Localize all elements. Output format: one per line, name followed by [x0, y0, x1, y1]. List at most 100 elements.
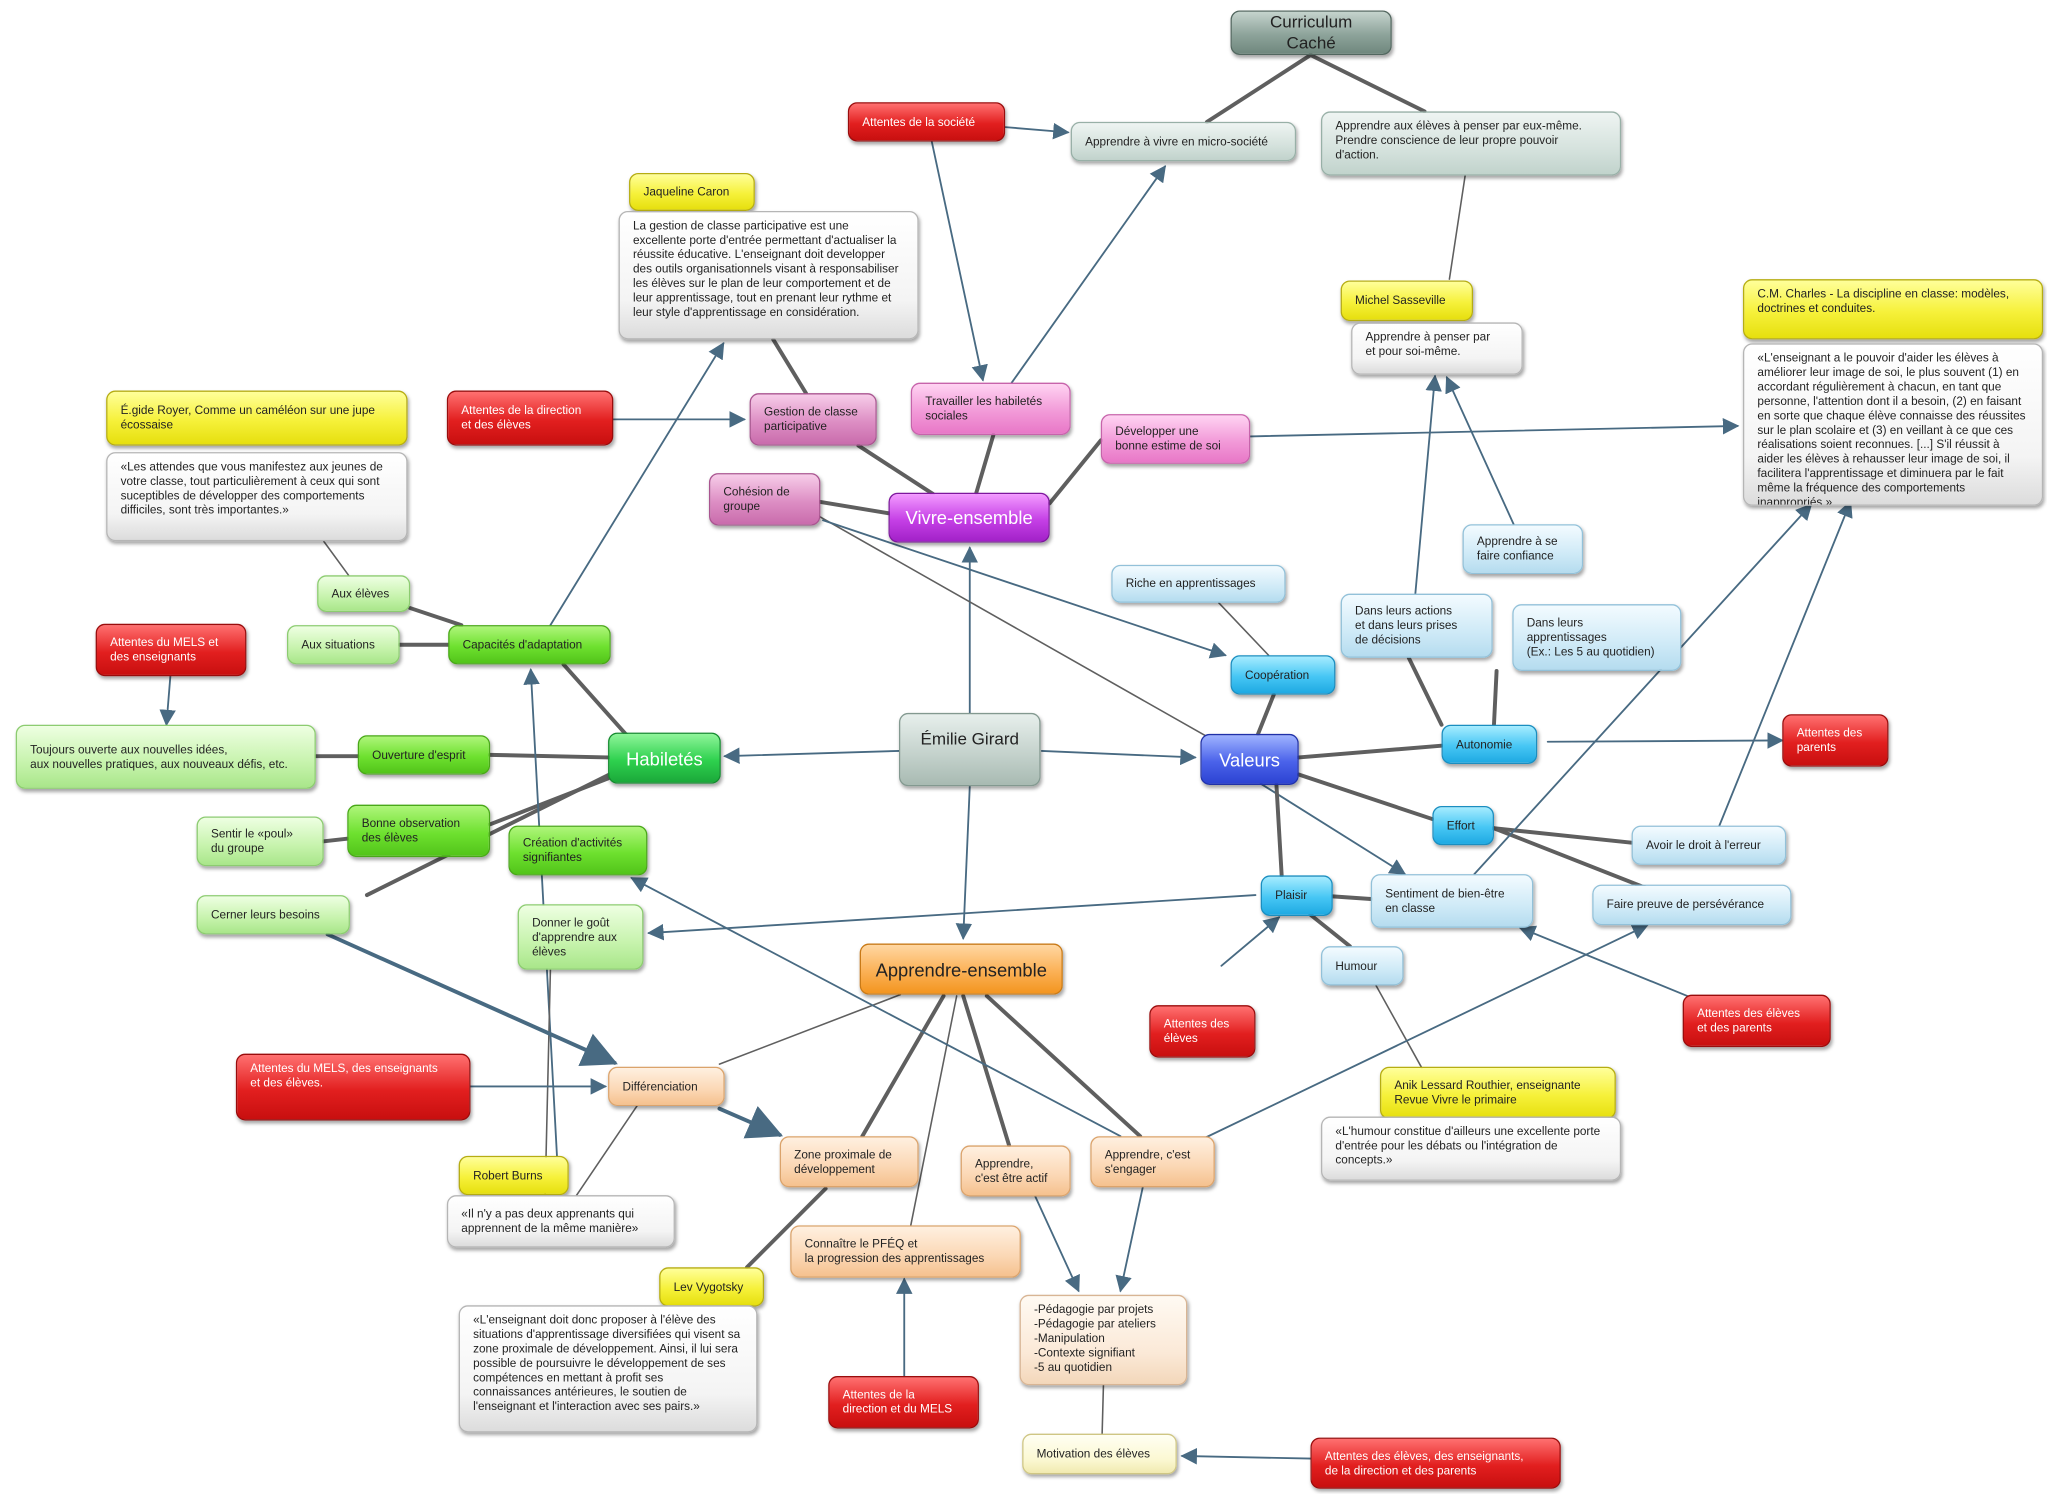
lev-vygotsky-node[interactable]: Lev Vygotsky — [659, 1267, 765, 1307]
vivre-ensemble-node[interactable]: Vivre-ensemble — [888, 492, 1050, 543]
connector-17 — [1256, 692, 1276, 736]
attentes-eleves-node[interactable]: Attentes des élèves — [1149, 1005, 1256, 1058]
quote-charles-node[interactable]: «L'enseignant a le pouvoir d'aider les é… — [1742, 343, 2044, 506]
differenciation-node[interactable]: Différenciation — [608, 1066, 725, 1107]
connector-58 — [717, 1105, 783, 1139]
pfeq-progression-node[interactable]: Connaître le PFÉQ et la progression des … — [790, 1225, 1021, 1278]
egide-royer-node[interactable]: É.gide Royer, Comme un caméléon sur une … — [106, 390, 408, 446]
dans-leurs-actions-node[interactable]: Dans leurs actions et dans leurs prises … — [1340, 593, 1493, 658]
emilie-girard-center-node[interactable]: Émilie Girard — [899, 712, 1041, 787]
attentes-parents-node[interactable]: Attentes des parents — [1782, 714, 1889, 767]
vivre-micro-societe-node[interactable]: Apprendre à vivre en micro-société — [1070, 121, 1297, 162]
connector-50 — [322, 540, 350, 577]
attentes-tous-node[interactable]: Attentes des élèves, des enseignants, de… — [1310, 1437, 1561, 1489]
attentes-direction-mels-node[interactable]: Attentes de la direction et du MELS — [828, 1376, 979, 1429]
cerner-besoins-node[interactable]: Cerner leurs besoins — [196, 895, 350, 935]
connector-28 — [1274, 783, 1284, 878]
pedagogie-liste-node[interactable]: -Pédagogie par projets -Pédagogie par at… — [1019, 1294, 1188, 1386]
connector-68 — [1180, 1448, 1312, 1465]
attentes-eleves-parents-node[interactable]: Attentes des élèves et des parents — [1682, 994, 1831, 1048]
connector-40 — [1204, 924, 1649, 1139]
connector-48 — [408, 606, 464, 628]
connector-67 — [1101, 1384, 1105, 1435]
donner-gout-apprendre-node[interactable]: Donner le goût d'apprendre aux élèves — [517, 904, 644, 970]
connector-10 — [1047, 438, 1103, 506]
bien-etre-classe-node[interactable]: Sentiment de bien-être en classe — [1370, 874, 1534, 928]
connector-62 — [984, 994, 1143, 1139]
capacites-adaptation-node[interactable]: Capacités d'adaptation — [448, 625, 611, 665]
apprendre-s-engager-node[interactable]: Apprendre, c'est s'engager — [1090, 1136, 1215, 1188]
apprendre-etre-actif-node[interactable]: Apprendre, c'est être actif — [960, 1145, 1071, 1197]
humour-node[interactable]: Humour — [1320, 946, 1404, 986]
connector-61 — [961, 994, 1012, 1148]
attentes-societe-node[interactable]: Attentes de la société — [847, 102, 1006, 142]
aux-eleves-node[interactable]: Aux élèves — [317, 575, 411, 613]
anik-lessard-routhier-node[interactable]: Anik Lessard Routhier, enseignante Revue… — [1379, 1066, 1616, 1120]
motivation-eleves-node[interactable]: Motivation des élèves — [1022, 1433, 1177, 1475]
quote-caron-node[interactable]: La gestion de classe participative est u… — [618, 210, 919, 340]
attentes-mels-enseignants-eleves-node[interactable]: Attentes du MELS, des enseignants et des… — [235, 1053, 471, 1121]
connector-65 — [1034, 1195, 1080, 1293]
connector-8 — [856, 443, 936, 497]
connector-33 — [723, 747, 900, 764]
se-faire-confiance-node[interactable]: Apprendre à se faire confiance — [1462, 524, 1584, 574]
connector-31 — [1473, 503, 1813, 876]
connector-54 — [575, 1105, 638, 1196]
connector-26 — [1492, 826, 1656, 894]
valeurs-node[interactable]: Valeurs — [1200, 733, 1299, 785]
cooperation-node[interactable]: Coopération — [1230, 655, 1336, 695]
zone-proximale-node[interactable]: Zone proximale de développement — [779, 1136, 919, 1188]
connector-23 — [1445, 375, 1515, 526]
connector-11 — [1249, 417, 1740, 438]
connector-16 — [1217, 602, 1270, 657]
autonomie-node[interactable]: Autonomie — [1441, 724, 1538, 765]
quote-humour-node[interactable]: «L'humour constitue d'ailleurs une excel… — [1320, 1116, 1622, 1181]
bonne-observation-eleves-node[interactable]: Bonne observation des élèves — [347, 804, 491, 858]
connector-9 — [974, 433, 996, 495]
quote-royer-node[interactable]: «Les attendes que vous manifestez aux je… — [106, 452, 408, 542]
connector-41 — [561, 662, 632, 740]
quote-burns-node[interactable]: «Il n'y a pas deux apprenants qui appren… — [446, 1195, 675, 1248]
attentes-direction-eleves-node[interactable]: Attentes de la direction et des élèves — [446, 390, 614, 446]
michel-sasseville-node[interactable]: Michel Sasseville — [1340, 280, 1474, 322]
connector-21 — [1492, 669, 1499, 727]
connector-20 — [1406, 655, 1444, 727]
connector-1 — [1308, 53, 1427, 114]
penser-par-eux-meme-node[interactable]: Apprendre aux élèves à penser par eux-mê… — [1320, 111, 1622, 176]
droit-erreur-node[interactable]: Avoir le droit à l'erreur — [1631, 825, 1787, 865]
ouverture-esprit-node[interactable]: Ouverture d'esprit — [357, 735, 491, 775]
connector-63 — [630, 877, 1122, 1138]
connector-24 — [1296, 772, 1435, 822]
bonne-estime-de-soi-node[interactable]: Développer une bonne estime de soi — [1100, 414, 1251, 464]
apprendre-ensemble-node[interactable]: Apprendre-ensemble — [859, 943, 1063, 995]
connector-15 — [822, 519, 1227, 659]
curriculum-cache-node[interactable]: Curriculum Caché — [1230, 10, 1392, 56]
cm-charles-node[interactable]: C.M. Charles - La discipline en classe: … — [1742, 279, 2044, 340]
penser-pour-soi-meme-node[interactable]: Apprendre à penser par et pour soi-même. — [1351, 322, 1523, 375]
connector-59 — [860, 994, 946, 1139]
perseverance-node[interactable]: Faire preuve de persévérance — [1592, 884, 1792, 926]
creation-activites-signifiantes-node[interactable]: Création d'activités signifiantes — [508, 825, 648, 876]
habiletes-node[interactable]: Habiletés — [608, 732, 721, 784]
aux-situations-node[interactable]: Aux situations — [286, 625, 400, 665]
dans-leurs-apprentissages-node[interactable]: Dans leurs apprentissages (Ex.: Les 5 au… — [1512, 604, 1682, 671]
effort-node[interactable]: Effort — [1432, 805, 1494, 846]
connector-37 — [1220, 916, 1281, 967]
gestion-classe-participative-node[interactable]: Gestion de classe participative — [749, 393, 877, 446]
connector-0 — [1205, 53, 1313, 124]
connector-27 — [1259, 782, 1407, 876]
jaqueline-caron-node[interactable]: Jaqueline Caron — [629, 172, 755, 211]
quote-vygotsky-node[interactable]: «L'enseignant doit donc proposer à l'élè… — [458, 1305, 758, 1433]
connector-18 — [1296, 743, 1444, 760]
cohesion-groupe-node[interactable]: Cohésion de groupe — [708, 473, 821, 526]
connector-30 — [1330, 894, 1373, 901]
attentes-mels-enseignants-node[interactable]: Attentes du MELS et des enseignants — [95, 623, 247, 677]
sentir-poul-groupe-node[interactable]: Sentir le «poul» du groupe — [196, 816, 324, 867]
toujours-ouverte-node[interactable]: Toujours ouverte aux nouvelles idées, au… — [15, 724, 316, 789]
travailler-habiletes-sociales-node[interactable]: Travailler les habiletés sociales — [910, 382, 1071, 436]
connector-38 — [1375, 984, 1423, 1069]
riche-en-apprentissages-node[interactable]: Riche en apprentissages — [1111, 564, 1286, 603]
plaisir-node[interactable]: Plaisir — [1260, 875, 1333, 917]
robert-burns-node[interactable]: Robert Burns — [458, 1155, 569, 1196]
